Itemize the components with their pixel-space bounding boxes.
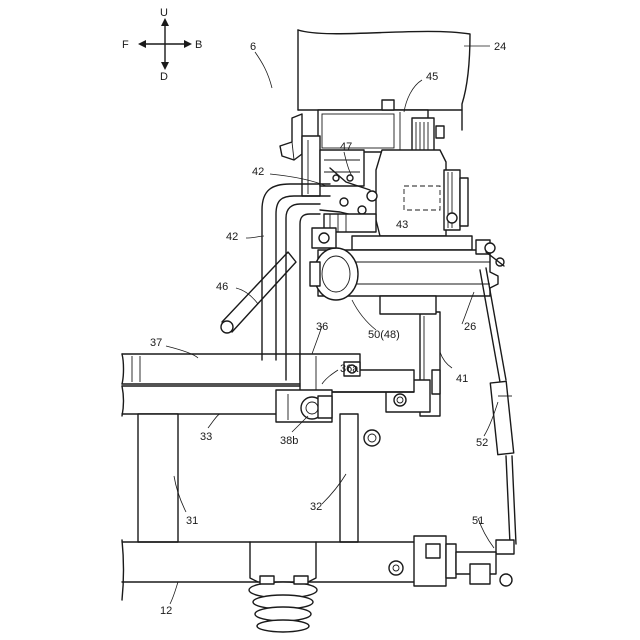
- label-24: 24: [494, 41, 506, 53]
- label-33: 33: [200, 431, 212, 443]
- direction-front-label: F: [122, 39, 129, 51]
- label-41: 41: [456, 373, 468, 385]
- label-12: 12: [160, 605, 172, 617]
- label-42-upper: 42: [252, 166, 264, 178]
- part-43-gearbox: [367, 150, 468, 236]
- label-37: 37: [150, 337, 162, 349]
- label-36a: 36a: [340, 363, 359, 375]
- part-38b-clamp: [276, 390, 332, 422]
- direction-indicator: U D F B: [122, 7, 202, 83]
- part-37-frame: [122, 354, 300, 384]
- label-36: 36: [316, 321, 328, 333]
- label-50-48: 50(48): [368, 329, 400, 341]
- label-43: 43: [396, 219, 408, 231]
- part-26-housing: [310, 228, 504, 300]
- label-31: 31: [186, 515, 198, 527]
- label-51: 51: [472, 515, 484, 527]
- label-42-lower: 42: [226, 231, 238, 243]
- part-45-block: [318, 100, 444, 152]
- direction-down-label: D: [160, 71, 168, 83]
- label-46: 46: [216, 281, 228, 293]
- part-46-diagonal-strut: [221, 252, 296, 333]
- label-38b: 38b: [280, 435, 298, 447]
- direction-up-label: U: [160, 7, 168, 19]
- spring: [249, 542, 317, 632]
- label-6: 6: [250, 41, 256, 53]
- label-26: 26: [464, 321, 476, 333]
- label-45: 45: [426, 71, 438, 83]
- part-41-support: [380, 296, 440, 416]
- label-32: 32: [310, 501, 322, 513]
- label-47: 47: [340, 141, 352, 153]
- direction-back-label: B: [195, 39, 202, 51]
- label-52: 52: [476, 437, 488, 449]
